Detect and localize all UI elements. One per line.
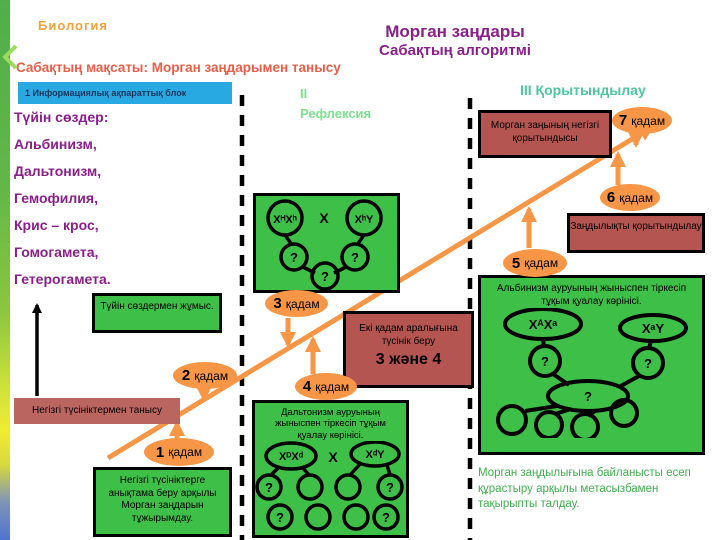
genotype-mother: XᴬXᵃ xyxy=(529,317,558,332)
offspring-unknown: ? xyxy=(644,356,652,371)
section-reflection-label: II Рефлексия xyxy=(300,86,372,121)
box-daltonism: Дальтонизм ауруының жыныспен тіркесіп тұ… xyxy=(252,400,409,538)
daltonism-cross-diagram: XᴰXᵈ X XᵈY ? ? ? ? xyxy=(255,440,404,531)
genotype-father: XʰY xyxy=(355,214,374,226)
keyword-item: Альбинизм, xyxy=(14,136,97,152)
page-subtitle: Сабақтың алгоритмі xyxy=(379,42,531,59)
left-gradient-bar xyxy=(0,0,10,540)
two-steps-numbers: 3 және 4 xyxy=(375,351,442,368)
genotype-mother: XᴴXʰ xyxy=(273,214,297,226)
cross-symbol: X xyxy=(319,210,329,226)
offspring-unknown: ? xyxy=(584,389,592,404)
keyword-item: Дальтонизм, xyxy=(14,163,102,179)
keyword-item: Гомогамета, xyxy=(14,244,99,260)
subject-label: Биология xyxy=(38,18,108,33)
box-two-steps: Екі қадам аралығына түсінік беру 3 және … xyxy=(343,311,474,388)
keyword-list: Түйін сөздер: Альбинизм, Дальтонизм, Гем… xyxy=(14,104,111,293)
section-conclusion-label: III Қорытындылау xyxy=(520,82,646,98)
offspring-unknown: ? xyxy=(541,354,549,369)
offspring-unknown: ? xyxy=(290,250,298,265)
title-block: Морган заңдары Сабақтың алгоритмі xyxy=(350,22,560,59)
two-steps-text: Екі қадам аралығына түсінік беру xyxy=(359,323,458,347)
info-block-banner: 1 Информациялық ақпараттық блок xyxy=(18,82,232,104)
offspring-unknown: ? xyxy=(321,269,329,284)
genotype-father: XᵈY xyxy=(366,449,386,461)
albinism-cross-diagram: XᴬXᵃ XᵃY ? ? ? xyxy=(496,307,688,442)
keyword-item: Гемофилия, xyxy=(14,190,98,206)
footer-note: Морган заңдылығына байланысты есеп құрас… xyxy=(478,467,691,511)
box-keywords-work: Түйін сөздермен жұмыс. xyxy=(92,293,222,333)
offspring-unknown: ? xyxy=(276,510,284,525)
offspring-unknown: ? xyxy=(265,480,273,495)
daltonism-title: Дальтонизм ауруының жыныспен тіркесіп тұ… xyxy=(275,407,386,441)
keyword-item: Гетерогамета. xyxy=(14,271,111,287)
lesson-goal: Сабақтың мақсаты: Морган заңдарымен таны… xyxy=(16,60,341,75)
left-chevron-icon xyxy=(2,44,18,70)
albinism-title: Альбинизм ауруының жыныспен тіркесіп тұқ… xyxy=(496,283,687,307)
genotype-mother: XᴰXᵈ xyxy=(279,451,304,463)
keyword-item: Крис – крос, xyxy=(14,217,99,233)
offspring-unknown: ? xyxy=(382,510,390,525)
box-albinism: Альбинизм ауруының жыныспен тіркесіп тұқ… xyxy=(478,275,705,455)
box-law-conclusion: Заңдылықты қорытындылау xyxy=(567,213,705,253)
genotype-father: XᵃY xyxy=(642,321,665,336)
box-hemophilia-cross: XᴴXʰ X XʰY ? ? ? xyxy=(253,193,400,293)
box-morgan-conclusion: Морган заңының негізгі қорытындысы xyxy=(478,110,612,158)
cross-symbol: X xyxy=(328,449,338,465)
page-title: Морган заңдары xyxy=(385,22,525,41)
box-concepts-define: Негізгі түсініктерге анықтама беру арқыл… xyxy=(93,467,232,537)
hemophilia-cross-diagram: XᴴXʰ X XʰY ? ? ? xyxy=(266,199,383,291)
offspring-unknown: ? xyxy=(386,480,394,495)
offspring-unknown: ? xyxy=(351,250,359,265)
box-concepts-intro: Негізгі түсініктермен танысу xyxy=(14,398,180,424)
keywords-heading: Түйін сөздер: xyxy=(14,109,109,125)
